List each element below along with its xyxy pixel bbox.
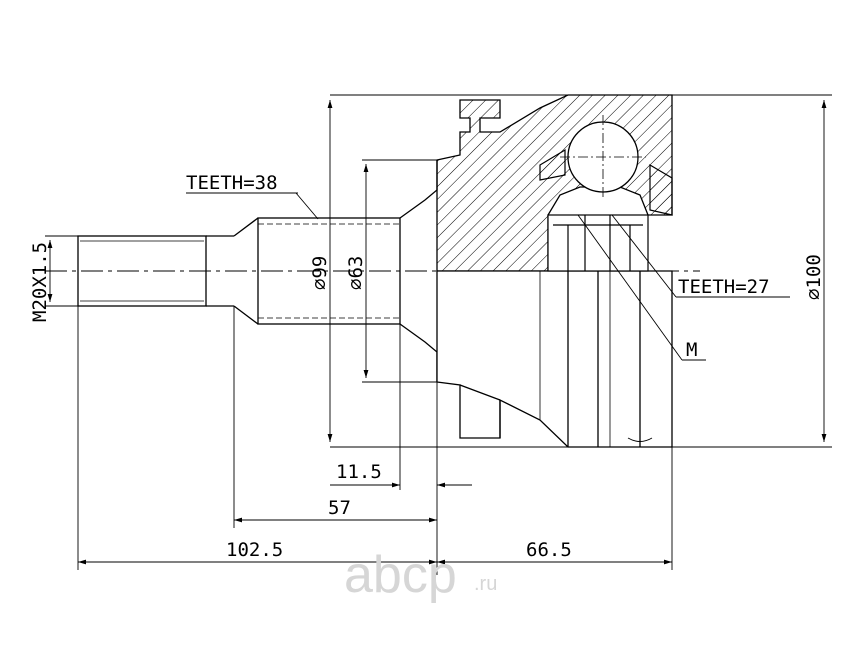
label-marker-m: M: [686, 339, 697, 361]
dimension-lines: [47, 100, 827, 565]
label-dim-66-5: 66.5: [526, 539, 572, 561]
threaded-stub: [77, 217, 259, 325]
label-teeth-inner: TEETH=27: [678, 276, 770, 298]
label-dim-57: 57: [328, 497, 351, 519]
label-dia-99: ⌀99: [309, 256, 331, 290]
watermark-tld: .ru: [474, 573, 497, 595]
label-teeth-outer: TEETH=38: [186, 172, 278, 194]
label-dia-63: ⌀63: [345, 256, 367, 290]
extension-lines: [45, 94, 832, 575]
label-dia-100: ⌀100: [803, 254, 825, 300]
label-thread: M20X1.5: [29, 242, 51, 322]
label-dim-102-5: 102.5: [226, 539, 283, 561]
ball: [560, 115, 646, 200]
watermark-logo: abcp: [344, 546, 457, 604]
leader-lines: [186, 192, 790, 361]
label-dim-11-5: 11.5: [336, 461, 382, 483]
